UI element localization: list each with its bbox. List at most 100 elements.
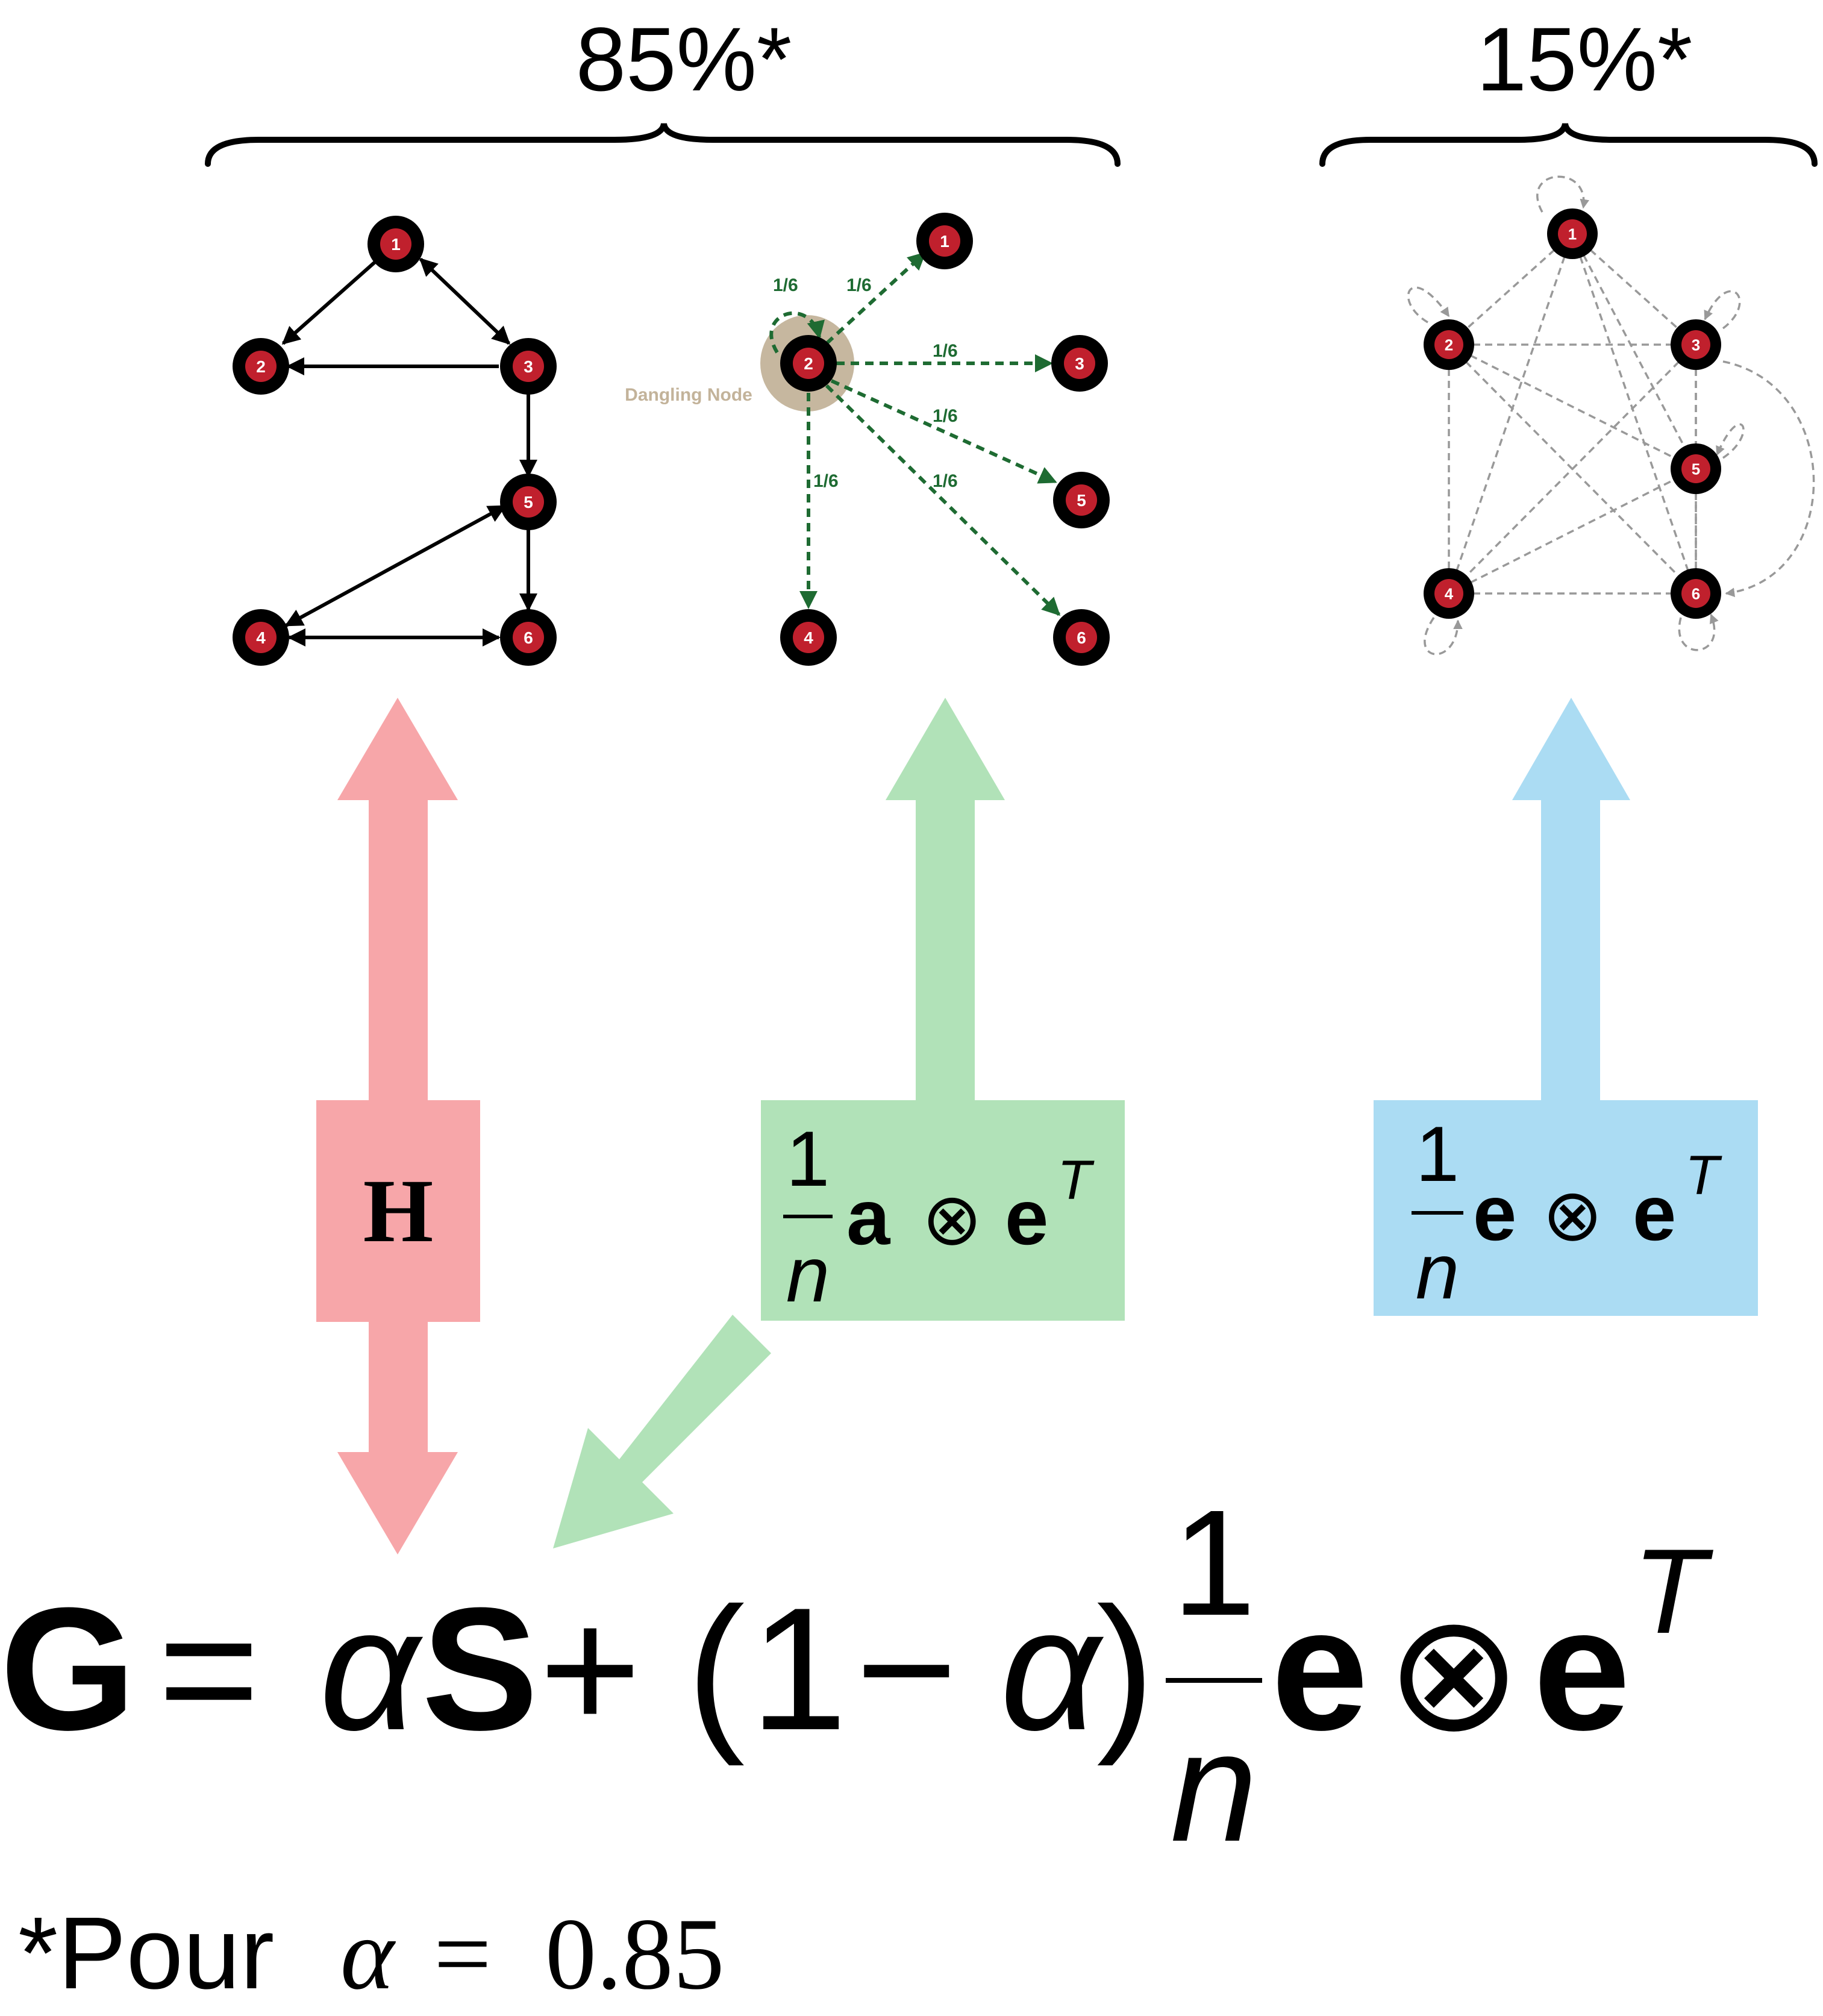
google-matrix-formula: G = α S + ( 1 − α ) 1 n e ⊗ e T	[0, 1479, 1713, 1874]
dangling-node-label: Dangling Node	[625, 385, 752, 405]
dangling-edge-1	[825, 251, 927, 345]
teleport-loop-6	[1678, 613, 1719, 651]
h-box: H	[316, 1100, 480, 1322]
graph-dangling: Dangling Node 1/6 1/6 1/6 1/6 1/6 1/6 1 2…	[625, 213, 1110, 666]
h-node-core	[245, 622, 277, 653]
h-node-core	[380, 228, 411, 260]
teleport-node-core	[1434, 579, 1463, 608]
dangling-node-label: 1	[940, 232, 949, 251]
teleport-loop-1	[1536, 175, 1589, 213]
footnote-prefix: *Pour	[18, 1896, 274, 2011]
footnote-eq: =	[434, 1897, 492, 2011]
teleport-edge-1-5	[1571, 233, 1697, 469]
dangling-edge-5	[830, 379, 1057, 484]
formula-minus: −	[855, 1571, 957, 1767]
h-node-label: 4	[256, 628, 266, 647]
edge-4-5	[284, 504, 507, 627]
brace-15	[1319, 122, 1818, 167]
h-node-5: 5	[500, 474, 557, 530]
h-node-label: 6	[524, 628, 533, 647]
dangling-node-label: 4	[804, 628, 813, 647]
teleport-edge-1-3	[1571, 233, 1697, 346]
dangling-vector-e: e	[1005, 1173, 1048, 1261]
percent-15-label: 15%*	[1477, 8, 1693, 110]
teleport-node-5: 5	[1671, 443, 1721, 494]
formula-eq: =	[158, 1571, 260, 1767]
teleport-loop-5	[1716, 423, 1745, 459]
formula-plus: +	[539, 1571, 641, 1767]
dangling-vector-a: a	[846, 1173, 891, 1261]
dangling-node-label: 2	[804, 354, 813, 373]
weight-to-5: 1/6	[933, 406, 958, 426]
green-arrow-head-up	[886, 698, 1005, 800]
formula-sup-T: T	[1633, 1524, 1713, 1659]
teleport-edge-1-2	[1448, 233, 1574, 346]
teleport-node-core	[1681, 454, 1710, 483]
teleport-term-bg	[1374, 1100, 1758, 1316]
teleport-vector-e2: e	[1633, 1169, 1676, 1257]
h-node-2: 2	[233, 338, 289, 395]
h-node-core	[513, 351, 544, 382]
weight-to-3: 1/6	[933, 341, 958, 361]
formula-alpha2: α	[1000, 1571, 1104, 1767]
weight-self: 1/6	[773, 275, 798, 295]
teleport-vector-e1: e	[1473, 1169, 1516, 1257]
h-node-1: 1	[367, 216, 424, 272]
dangling-weights: 1/6 1/6 1/6 1/6 1/6 1/6	[773, 275, 958, 491]
formula-frac-bar	[1166, 1678, 1262, 1683]
red-arrow-shaft-top	[369, 799, 428, 1103]
graph-h-edges	[281, 257, 537, 646]
teleport-edge-2-5	[1448, 343, 1696, 470]
teleport-node-3: 3	[1671, 319, 1721, 370]
red-arrow-head-up	[337, 698, 458, 800]
green-diagonal-arrow-shape	[553, 1315, 771, 1548]
edge-1-2	[281, 257, 380, 345]
edge-1-3	[419, 257, 511, 345]
dangling-frac-num: 1	[786, 1115, 830, 1203]
formula-one: 1	[750, 1571, 847, 1767]
dangling-node-1: 1	[916, 213, 973, 269]
footnote-value: 0.85	[545, 1897, 725, 2011]
dangling-node-core	[1066, 622, 1097, 653]
teleport-node-core	[1681, 579, 1710, 608]
dangling-node-core	[1064, 348, 1095, 379]
footnote-alpha: α	[340, 1897, 396, 2011]
dangling-node-4: 4	[780, 609, 837, 666]
teleport-term-box: 1 n e ⊗ e T	[1374, 1100, 1758, 1316]
h-node-label: 5	[524, 493, 533, 512]
formula-frac-den: n	[1171, 1700, 1258, 1874]
teleport-frac-den: n	[1416, 1227, 1459, 1315]
h-box-bg	[316, 1100, 480, 1322]
teleport-node-4: 4	[1424, 568, 1474, 619]
dangling-edge-6	[825, 384, 1061, 616]
teleport-edge-1-4	[1448, 233, 1574, 594]
dangling-node-core	[1066, 484, 1097, 516]
graph-h: 1 2 3 4 5 6	[233, 216, 557, 666]
blue-up-arrow	[1512, 698, 1630, 1103]
h-node-label: 3	[524, 357, 533, 376]
formula-S: S	[422, 1571, 538, 1767]
teleport-otimes: ⊗	[1542, 1175, 1603, 1256]
h-node-4: 4	[233, 609, 289, 666]
teleport-node-1: 1	[1547, 208, 1598, 259]
teleport-self-loops	[1407, 175, 1815, 656]
dangling-node-6: 6	[1053, 609, 1110, 666]
dangling-node-label: 5	[1077, 491, 1086, 510]
dangling-self-loop	[769, 311, 825, 354]
dangling-term-bg	[761, 1100, 1125, 1321]
formula-otimes: ⊗	[1386, 1583, 1522, 1764]
dangling-node-label: 3	[1075, 354, 1084, 373]
blue-arrow-head-up	[1512, 698, 1630, 800]
teleport-node-label: 4	[1445, 584, 1454, 603]
dangling-frac-bar	[783, 1215, 833, 1218]
red-arrow-shaft-bottom	[369, 1321, 428, 1453]
h-matrix-symbol: H	[363, 1161, 434, 1261]
formula-lparen: (	[687, 1571, 745, 1767]
graph-teleport: 1 2 3 4 5 6	[1407, 175, 1815, 656]
dangling-transpose-sup: T	[1057, 1150, 1095, 1211]
formula-e2: e	[1533, 1571, 1630, 1767]
h-node-3: 3	[500, 338, 557, 395]
teleport-node-2: 2	[1424, 319, 1474, 370]
red-double-arrow	[337, 698, 458, 1554]
teleport-node-6: 6	[1671, 568, 1721, 619]
